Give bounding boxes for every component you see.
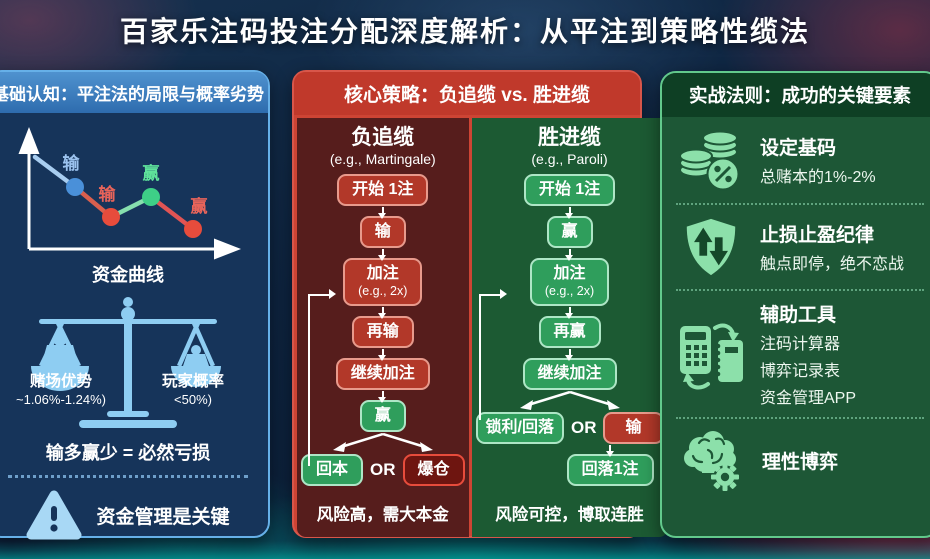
rule-title: 理性博弈 (762, 451, 839, 473)
point-label-2: 输 (99, 184, 117, 204)
coins-percent-icon (679, 130, 740, 191)
positive-progression-column: 胜进缆 (e.g., Paroli) 开始 1注 赢 加注(e.g., 2x) … (471, 118, 668, 537)
rule-line: 触点即停，绝不恋战 (760, 256, 905, 273)
fallback-branch: 回落1注 (566, 444, 654, 486)
middle-panel-strategies: 核心策略：负追缆 vs. 胜进缆 负追缆 (e.g., Martingale) … (292, 70, 668, 540)
negative-column-subtitle: (e.g., Martingale) (329, 151, 436, 168)
middle-panel-body: 负追缆 (e.g., Martingale) 开始 1注 输 加注(e.g., … (294, 115, 668, 540)
point-lose-2 (102, 208, 120, 226)
point-label-3: 赢 (143, 163, 160, 183)
negative-column-title: 负追缆 (351, 126, 415, 149)
flow-step-start: 开始 1注 (337, 174, 429, 207)
middle-panel-header: 核心策略：负追缆 vs. 胜进缆 (294, 72, 640, 115)
point-label-1: 输 (63, 153, 81, 173)
warning-triangle-icon (26, 490, 82, 540)
positive-outcomes: 锁利/回落 OR 输 (475, 411, 664, 444)
flow-step-start: 开始 1注 (523, 174, 616, 207)
raise-note: (e.g., 2x) (544, 284, 595, 299)
positive-footer: 风险可控，博取连胜 (495, 506, 644, 524)
negative-progression-column: 负追缆 (e.g., Martingale) 开始 1注 输 加注(e.g., … (297, 118, 469, 537)
rule-line: 注码计算器 (760, 336, 841, 353)
point-win-2 (184, 220, 202, 238)
right-panel-header: 实战法则：成功的关键要素 (662, 73, 930, 117)
balance-scale-icon (31, 297, 221, 428)
or-label: OR (370, 459, 396, 479)
flow-arrow-down-icon (378, 249, 387, 262)
left-panel-header: 基础认知：平注法的局限与概率劣势 (0, 72, 268, 113)
rule-title: 止损止盈纪律 (760, 225, 875, 246)
chart-x-label: 资金曲线 (92, 265, 164, 285)
rule-title: 辅助工具 (760, 305, 837, 326)
calculator-notebook-icon (680, 323, 743, 390)
flow-step-lose-again: 再输 (351, 315, 414, 348)
outcome-bust: 爆仓 (402, 453, 465, 486)
right-panel-divider (676, 417, 924, 419)
outcome-lock-profit: 锁利/回落 (475, 411, 564, 444)
house-edge-label: 赌场优势 ~1.06%-1.24%) (16, 373, 106, 407)
capital-curve-chart: 输 输 赢 赢 (18, 127, 241, 260)
flow-arrow-down-icon (378, 306, 387, 319)
negative-outcomes: 回本 OR 爆仓 (301, 453, 465, 486)
right-panel-rules: 实战法则：成功的关键要素 设定基码 总赌本的1%-2% (660, 71, 930, 538)
rule-line: 总赌本的1%-2% (760, 169, 876, 186)
rule-title: 设定基码 (760, 138, 837, 159)
rule-item-rational: 理性博弈 (662, 419, 930, 501)
flow-step-keep-raising: 继续加注 (522, 357, 617, 390)
player-probability-label: 玩家概率 <50%) (161, 373, 224, 407)
right-panel-divider (676, 289, 924, 291)
flow-arrow-down-icon (378, 207, 387, 220)
flow-arrow-down-icon (565, 306, 574, 319)
or-label: OR (570, 417, 597, 437)
outcome-lose: 输 (603, 411, 664, 444)
flow-arrow-down-icon (378, 348, 387, 361)
negative-footer: 风险高，需大本金 (316, 506, 449, 524)
outcome-break-even: 回本 (301, 453, 364, 486)
flow-arrow-down-icon (378, 390, 387, 403)
left-panel-divider (8, 475, 248, 478)
right-panel-divider (676, 203, 924, 205)
warning-text: 资金管理是关键 (96, 506, 230, 528)
rule-line: 资金管理APP (760, 390, 857, 407)
flow-arrow-down-icon (565, 207, 574, 220)
flow-split-arrows-icon (519, 390, 620, 410)
point-lose-1 (66, 178, 84, 196)
flow-arrow-down-icon (565, 348, 574, 361)
flow-step-fall-back: 回落1注 (566, 453, 654, 486)
flow-split-arrows-icon (332, 432, 433, 452)
rule-item-stop-loss: 止损止盈纪律 触点即停，绝不恋战 (662, 205, 930, 289)
left-panel-basics: 基础认知：平注法的局限与概率劣势 输 输 赢 赢 资金曲线 (0, 70, 270, 540)
flow-step-win: 赢 (546, 216, 593, 249)
page-title: 百家乐注码投注分配深度解析：从平注到策略性缆法 (119, 16, 810, 47)
point-label-4: 赢 (191, 196, 208, 216)
rule-item-base-unit: 设定基码 总赌本的1%-2% (662, 117, 930, 203)
warning-row: 资金管理是关键 (0, 488, 268, 542)
probability-balance-block: 赌场优势 ~1.06%-1.24%) 玩家概率 <50%) (3, 293, 253, 431)
flow-arrow-down-icon (565, 249, 574, 262)
rule-item-tools: 辅助工具 注码计算器 博弈记录表 资金管理APP (662, 291, 930, 417)
positive-column-title: 胜进缆 (538, 126, 602, 149)
flow-arrow-down-icon (605, 444, 614, 457)
shield-arrows-icon (686, 218, 736, 276)
raise-note: (e.g., 2x) (358, 284, 408, 299)
flow-step-raise: 加注(e.g., 2x) (343, 258, 423, 306)
brain-gear-icon (684, 431, 739, 491)
loop-back-arrow-icon (308, 289, 336, 466)
conclusion-text: 输多赢少 = 必然亏损 (45, 443, 211, 463)
rule-line: 博弈记录表 (760, 363, 841, 380)
loop-back-arrow-icon (478, 289, 507, 420)
positive-column-subtitle: (e.g., Paroli) (531, 151, 608, 168)
point-win-1 (142, 188, 160, 206)
flow-step-raise: 加注(e.g., 2x) (529, 258, 610, 306)
